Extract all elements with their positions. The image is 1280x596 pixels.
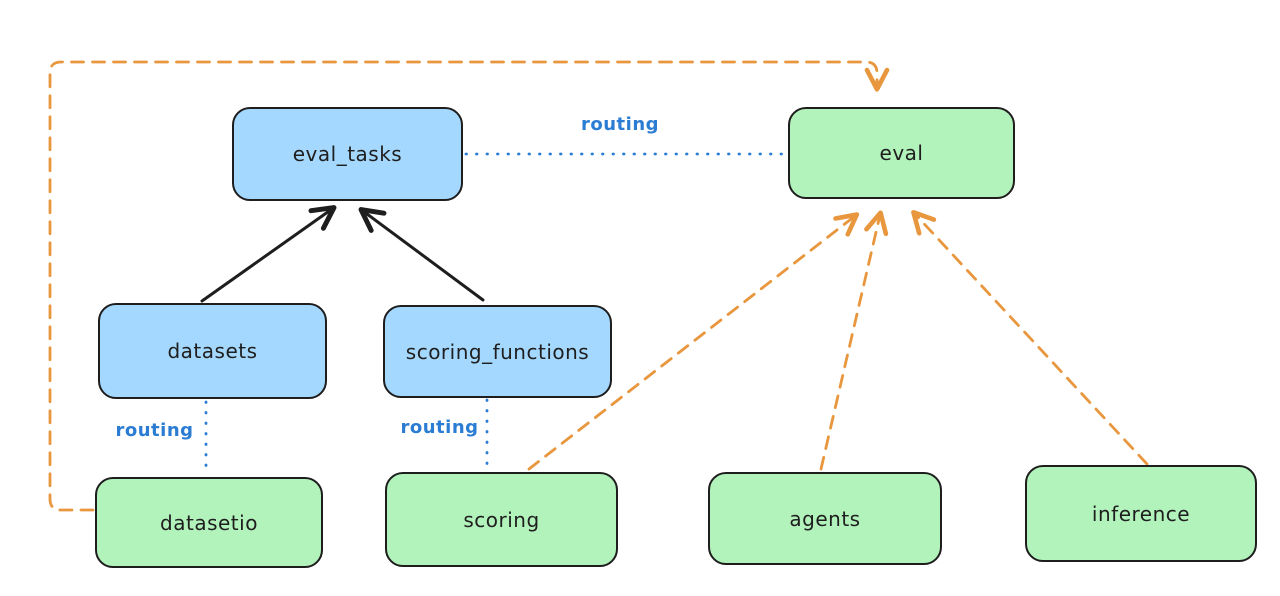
edge-datasetio-to-eval xyxy=(48,60,890,512)
node-datasetio-label: datasetio xyxy=(160,510,258,535)
node-inference-label: inference xyxy=(1091,501,1191,526)
edge-label-routing-top: routing xyxy=(580,114,660,135)
edge-scoring-functions-to-eval-tasks xyxy=(358,207,485,302)
node-eval-tasks: eval_tasks xyxy=(232,107,463,201)
node-agents: agents xyxy=(708,472,942,565)
node-scoring-functions-label: scoring_functions xyxy=(405,339,590,364)
edge-label-routing-datasets: routing xyxy=(115,420,194,441)
edge-inference-to-eval xyxy=(911,209,1149,466)
node-inference: inference xyxy=(1025,465,1257,562)
node-scoring: scoring xyxy=(385,472,618,567)
node-datasets-label: datasets xyxy=(167,339,258,363)
node-eval: eval xyxy=(788,107,1015,199)
edge-datasets-to-eval-tasks xyxy=(200,205,337,303)
edge-label-routing-scoring: routing xyxy=(400,417,479,438)
node-eval-label: eval xyxy=(879,141,924,165)
edge-agents-to-eval xyxy=(819,210,889,471)
node-datasets: datasets xyxy=(98,303,327,399)
node-scoring-label: scoring xyxy=(463,507,540,532)
node-scoring-functions: scoring_functions xyxy=(383,305,612,398)
node-agents-label: agents xyxy=(789,506,861,531)
node-eval-tasks-label: eval_tasks xyxy=(292,142,403,166)
edge-scoring-to-eval xyxy=(527,212,860,471)
node-datasetio: datasetio xyxy=(95,477,323,568)
